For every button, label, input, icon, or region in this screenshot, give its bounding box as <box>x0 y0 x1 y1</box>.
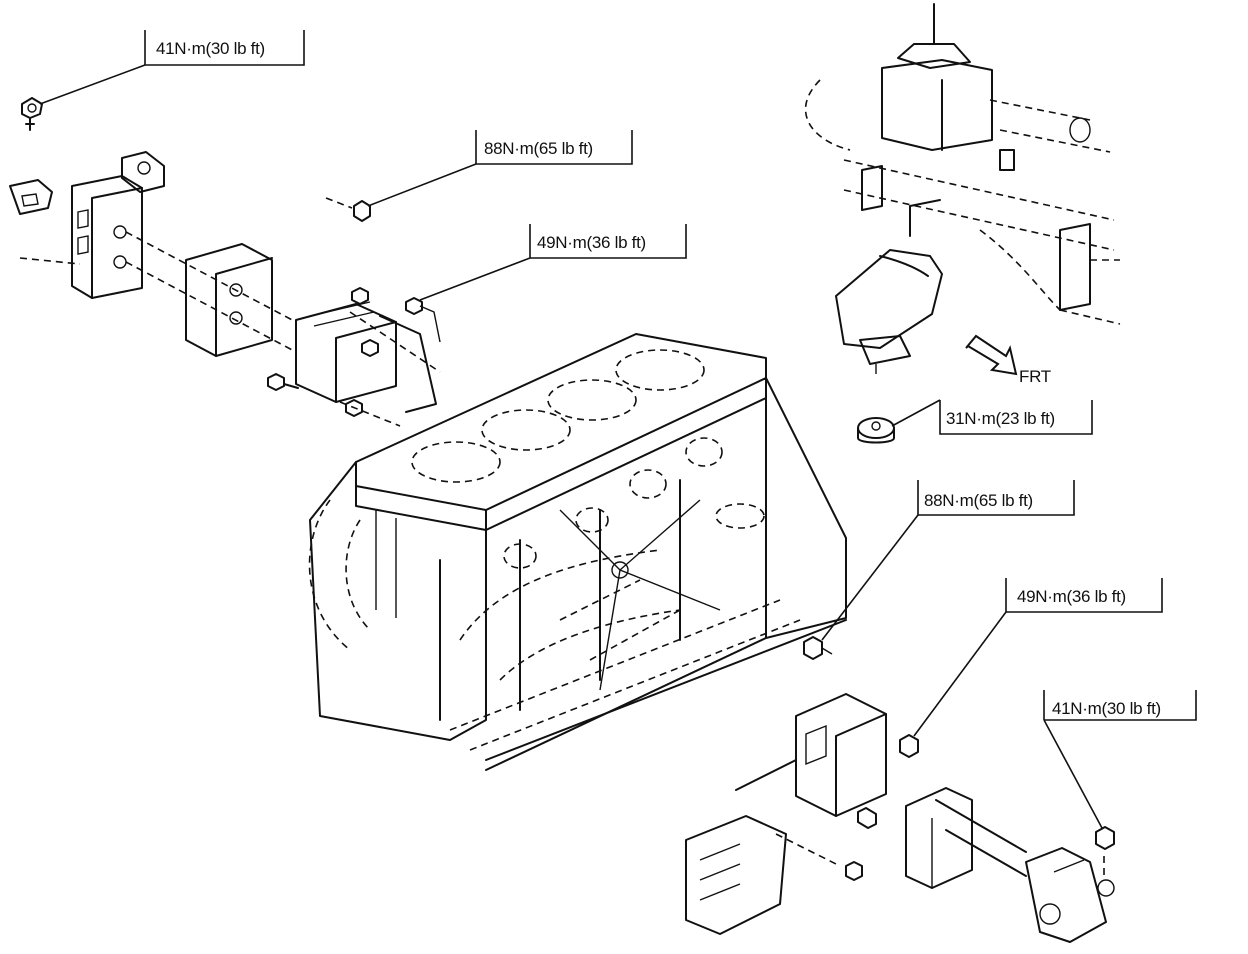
torque-label-text: 41N·m(30 lb ft) <box>1052 699 1161 718</box>
left-mount-bracket <box>9 151 441 427</box>
bolt-left-small-3 <box>345 399 363 417</box>
torque-label-text: 49N·m(36 lb ft) <box>1017 587 1126 606</box>
leader-t7 <box>1043 719 1103 829</box>
torque-label-t4: 31N·m(23 lb ft) <box>939 400 1093 435</box>
bolt-top-left <box>21 97 43 131</box>
torque-label-t1: 41N·m(30 lb ft) <box>144 30 305 66</box>
torque-label-text: 88N·m(65 lb ft) <box>924 491 1033 510</box>
torque-label-t2: 88N·m(65 lb ft) <box>475 130 633 165</box>
bolt-left-small-1 <box>351 287 369 305</box>
leader-t4 <box>891 399 941 427</box>
bolt-front-mount-2 <box>1095 826 1115 850</box>
nut-top-center <box>325 197 371 222</box>
frt-arrow-icon <box>965 334 1018 376</box>
nut-right-mount <box>857 417 895 444</box>
bolt-left-small-2 <box>267 373 299 391</box>
leader-t2 <box>367 163 477 207</box>
torque-label-t6: 49N·m(36 lb ft) <box>1005 578 1163 613</box>
leader-t5 <box>821 514 919 641</box>
torque-label-t7: 41N·m(30 lb ft) <box>1043 690 1197 721</box>
leader-t6 <box>913 611 1007 737</box>
frt-direction-label: FRT <box>1019 367 1051 386</box>
leader-t1 <box>39 64 146 105</box>
bolt-center-right <box>803 636 833 660</box>
front-mount-bracket <box>685 693 1115 943</box>
transmission-crossmember <box>804 3 1121 325</box>
transmission-mount-insulator <box>835 249 943 374</box>
torque-label-text: 41N·m(30 lb ft) <box>156 39 265 58</box>
torque-label-t3: 49N·m(36 lb ft) <box>529 224 687 259</box>
torque-label-text: 88N·m(65 lb ft) <box>484 139 593 158</box>
engine-block <box>308 333 847 771</box>
bolt-front-mount-1 <box>899 734 919 758</box>
bolt-top-center <box>405 297 441 343</box>
torque-label-text: 31N·m(23 lb ft) <box>946 409 1055 428</box>
torque-label-text: 49N·m(36 lb ft) <box>537 233 646 252</box>
torque-label-t5: 88N·m(65 lb ft) <box>917 480 1075 516</box>
leader-t3 <box>419 257 531 301</box>
bolt-left-small-4 <box>361 339 379 357</box>
